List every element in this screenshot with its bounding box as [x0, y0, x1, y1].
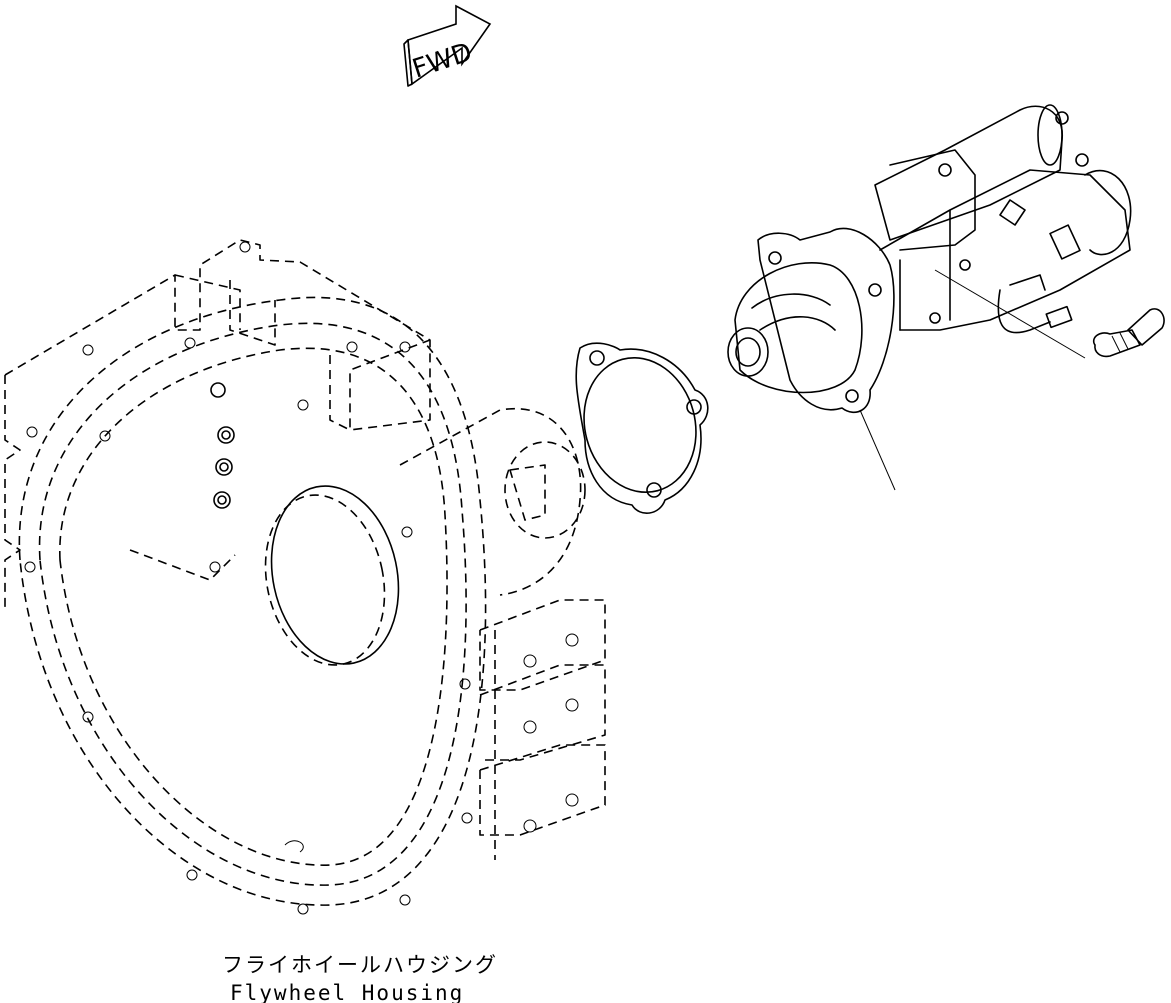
leader-line-starter	[859, 409, 896, 491]
flywheel-housing	[4, 239, 606, 915]
leader-line-bolt	[934, 269, 1086, 359]
bolt	[1092, 308, 1165, 358]
fwd-arrow-icon: FWD	[403, 4, 492, 87]
housing-label-japanese: フライホイールハウジング	[222, 953, 498, 977]
housing-label-english: Flywheel Housing	[230, 981, 464, 1003]
gasket	[575, 342, 709, 514]
starter-motor	[727, 104, 1132, 414]
